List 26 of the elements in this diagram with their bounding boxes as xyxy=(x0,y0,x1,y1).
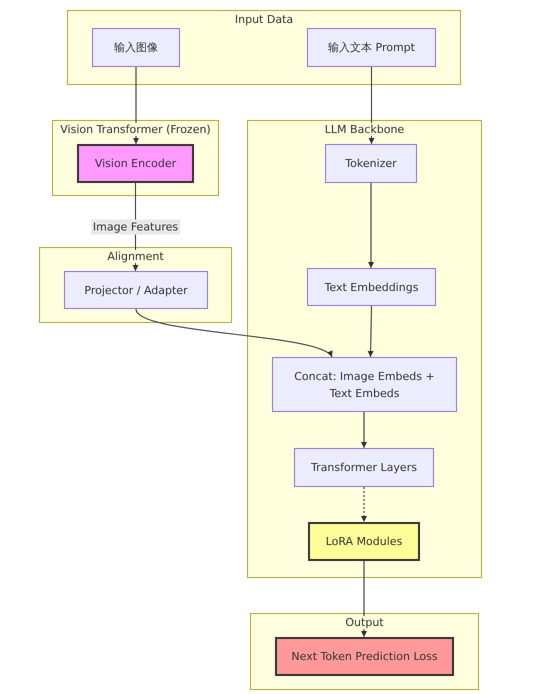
group-box xyxy=(39,247,232,323)
process-box: Vision Encoder xyxy=(77,144,194,183)
group-title: LLM Backbone xyxy=(322,123,406,136)
group-box xyxy=(247,120,482,578)
process-box: Transformer Layers xyxy=(294,448,434,487)
group-title: Input Data xyxy=(232,13,296,26)
dashed-arrow xyxy=(361,486,367,522)
group-title: Output xyxy=(343,616,386,629)
group-box xyxy=(67,10,461,85)
curved-arrow xyxy=(136,308,332,358)
process-box: LoRA Modules xyxy=(308,522,420,561)
process-box: 输入图像 xyxy=(92,28,180,67)
group-title: Alignment xyxy=(105,250,166,263)
arrow xyxy=(368,182,374,268)
process-box: Tokenizer xyxy=(325,144,417,183)
process-box: Text Embeddings xyxy=(307,268,436,306)
process-box: Next Token Prediction Loss xyxy=(275,637,454,676)
process-box: Concat: Image Embeds + Text Embeds xyxy=(272,357,457,412)
arrow xyxy=(361,412,367,448)
edge-label: Image Features xyxy=(90,220,180,234)
group-box xyxy=(52,120,219,196)
process-box: 输入文本 Prompt xyxy=(307,28,436,67)
group-box xyxy=(250,613,479,690)
group-title: Vision Transformer (Frozen) xyxy=(58,123,213,136)
process-box: Projector / Adapter xyxy=(64,271,208,309)
arrow xyxy=(368,306,374,358)
